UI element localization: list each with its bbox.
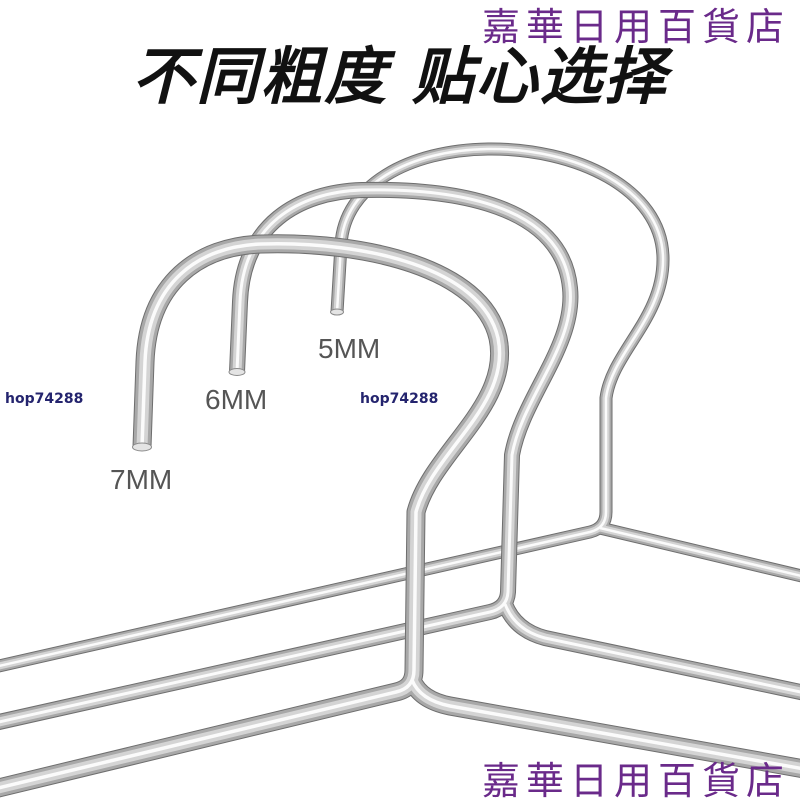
hanger-7mm-highlight: [0, 242, 800, 792]
size-label-7mm: 7MM: [110, 464, 173, 495]
hanger-7mm-body: [0, 244, 800, 790]
hanger-5mm-edge: [0, 149, 800, 668]
shop-name-watermark-bottom: 嘉華日用百貨店: [481, 759, 790, 800]
headline: 不同粗度 贴心选择: [132, 40, 668, 113]
hanger-7mm-edge: [0, 244, 800, 790]
hanger-5mm-body: [0, 149, 800, 668]
hanger-5mm-sheen: [0, 149, 800, 668]
shop-id-watermark-left: hop74288: [5, 391, 84, 407]
size-label-5mm: 5MM: [318, 333, 381, 364]
hanger-5mm: [0, 149, 800, 668]
hanger-5mm-tip: [330, 308, 344, 316]
hanger-6mm: [0, 190, 800, 724]
size-label-6mm: 6MM: [205, 384, 268, 415]
shop-id-watermark-center: hop74288: [360, 391, 439, 407]
shop-name-watermark-top: 嘉華日用百貨店: [481, 5, 790, 49]
hanger-7mm-sheen: [0, 244, 800, 790]
hanger-5mm-highlight: [0, 147, 800, 670]
hanger-7mm: [0, 244, 800, 790]
hanger-7mm-tip: [132, 442, 152, 452]
hanger-6mm-tip: [228, 368, 246, 376]
